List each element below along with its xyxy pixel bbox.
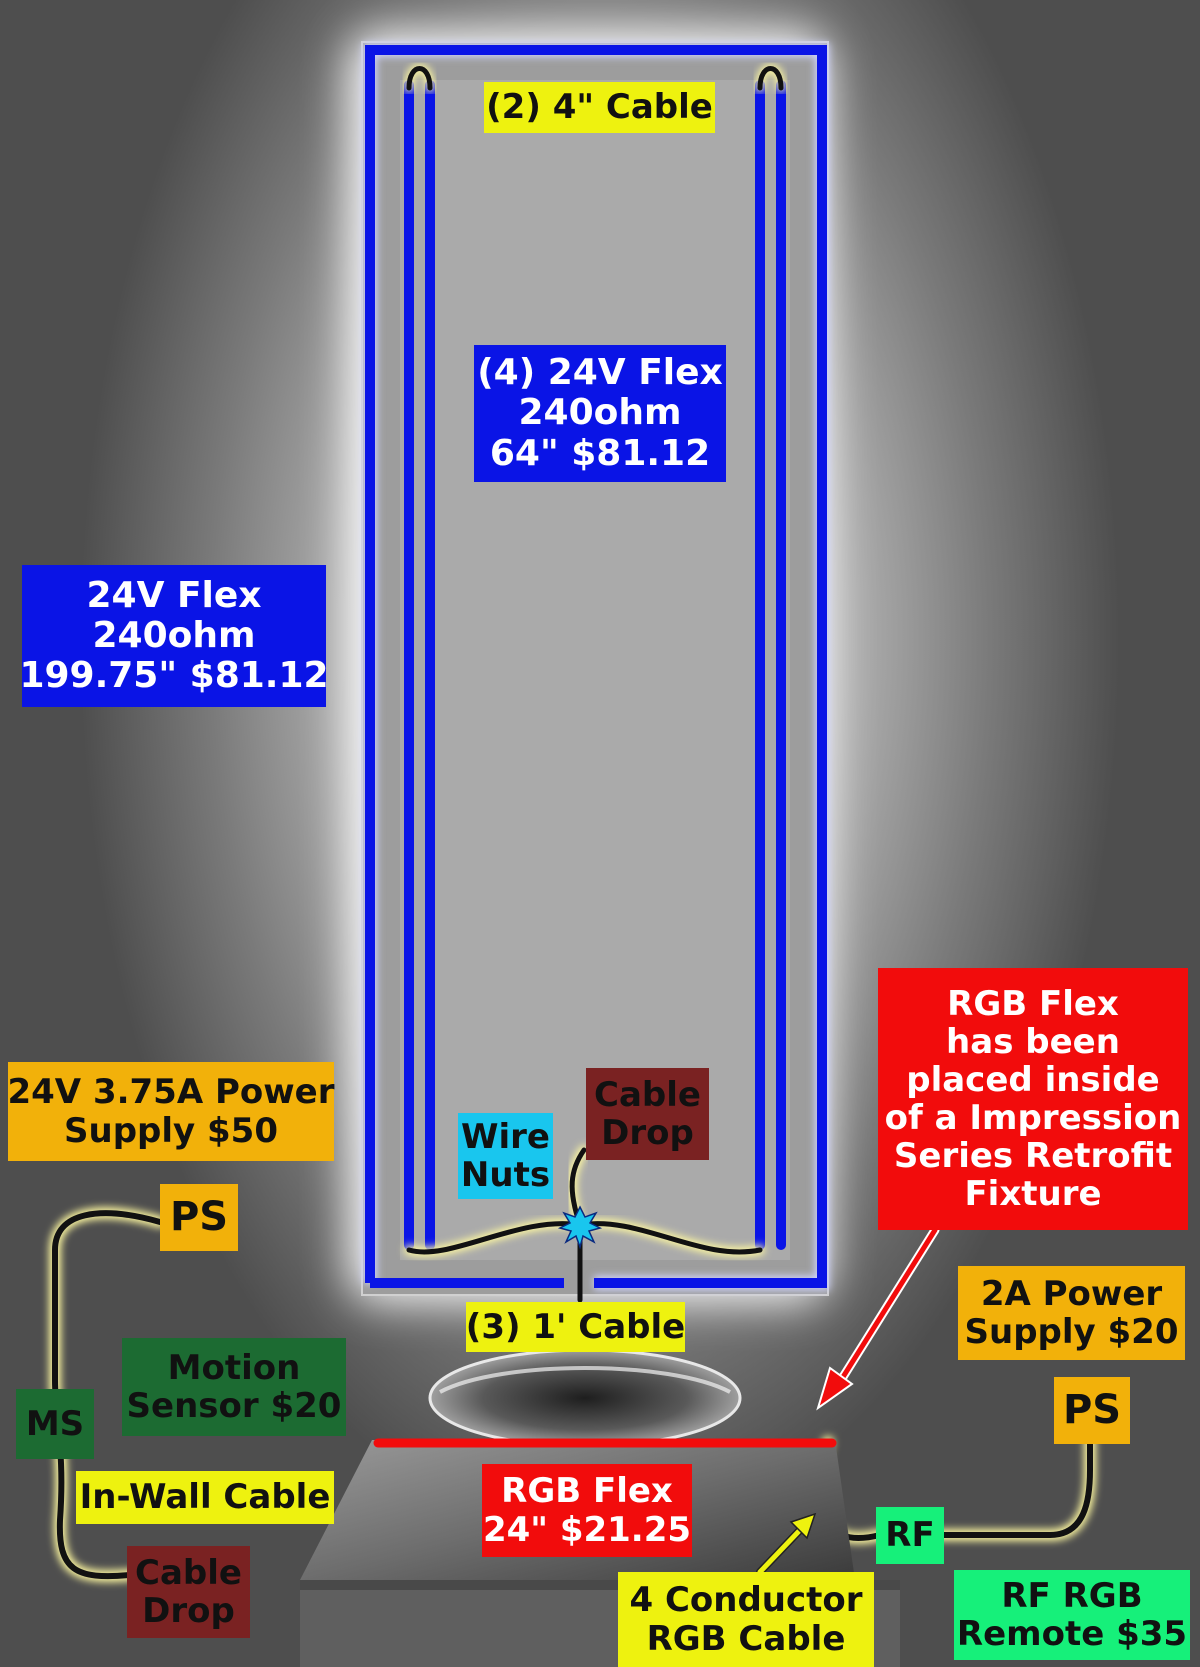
cable-drop-bottom-line-2: Drop	[142, 1591, 235, 1631]
one-foot-cable-text: (3) 1' Cable	[465, 1306, 686, 1347]
red-arrow-icon	[816, 1225, 940, 1411]
mirror-sheen	[400, 80, 790, 1260]
ms-label: MS	[16, 1389, 94, 1459]
one-foot-cable-label: (3) 1' Cable	[466, 1302, 685, 1352]
power-supply-24v-line-2: Supply $50	[64, 1110, 278, 1151]
inner-flex-line-1: (4) 24V Flex	[477, 352, 723, 394]
wire-nuts-label: Wire Nuts	[458, 1113, 553, 1199]
four-conductor-line-1: 4 Conductor	[629, 1580, 863, 1621]
ps-right-text: PS	[1062, 1387, 1122, 1434]
four-conductor-line-2: RGB Cable	[646, 1618, 846, 1659]
cable-drop-bottom-label: Cable Drop	[127, 1546, 250, 1638]
rgb-flex-line-2: 24" $21.25	[482, 1509, 692, 1550]
rf-remote-line-2: Remote $35	[956, 1614, 1188, 1654]
in-wall-cable-label: In-Wall Cable	[76, 1471, 334, 1524]
outer-flex-line-1: 24V Flex	[86, 574, 262, 616]
power-supply-2a-line-1: 2A Power	[980, 1273, 1163, 1314]
sink-bowl-rim	[439, 1366, 731, 1394]
rgb-cable-right	[816, 1434, 1096, 1544]
rf-label: RF	[876, 1507, 944, 1564]
ps-left-label: PS	[160, 1184, 238, 1251]
wire-nuts-line-2: Nuts	[460, 1155, 551, 1195]
motion-sensor-line-1: Motion	[167, 1347, 301, 1388]
outer-flex-label: 24V Flex 240ohm 199.75" $81.12	[19, 565, 329, 707]
rf-text: RF	[885, 1515, 935, 1556]
rgb-note-line-1: RGB Flex	[947, 983, 1119, 1024]
rgb-note-label: RGB Flex has been placed inside of a Imp…	[878, 968, 1188, 1230]
top-cable-loops	[404, 64, 786, 93]
motion-sensor-line-2: Sensor $20	[126, 1386, 342, 1426]
inner-flex-strips	[404, 80, 786, 1250]
top-cable-text: (2) 4" Cable	[486, 87, 713, 128]
rgb-note-line-6: Fixture	[964, 1174, 1102, 1215]
rf-remote-line-1: RF RGB	[1001, 1575, 1143, 1616]
inner-flex-label: (4) 24V Flex 240ohm 64" $81.12	[474, 345, 726, 482]
top-cable-label: (2) 4" Cable	[484, 82, 715, 133]
outer-flex-run	[363, 43, 829, 1290]
inner-flex-line-3: 64" $81.12	[489, 432, 711, 474]
rgb-note-line-4: of a Impression	[884, 1098, 1182, 1138]
power-supply-24v-line-1: 24V 3.75A Power	[7, 1072, 335, 1113]
ps-right-label: PS	[1054, 1377, 1130, 1444]
power-supply-2a-line-2: Supply $20	[964, 1312, 1179, 1352]
power-supply-24v-label: 24V 3.75A Power Supply $50	[7, 1062, 335, 1161]
yellow-arrow-icon	[756, 1512, 817, 1576]
cable-drop-bottom-line-1: Cable	[135, 1552, 242, 1593]
rgb-flex-line-1: RGB Flex	[501, 1471, 673, 1512]
cable-drop-top-label: Cable Drop	[586, 1068, 709, 1160]
rf-remote-label: RF RGB Remote $35	[954, 1570, 1190, 1660]
cable-drop-top-line-1: Cable	[594, 1074, 701, 1115]
power-supply-2a-label: 2A Power Supply $20	[958, 1266, 1185, 1360]
rgb-note-line-3: placed inside	[906, 1059, 1160, 1100]
in-wall-cable-text: In-Wall Cable	[79, 1477, 331, 1518]
sink-bowl	[428, 1348, 742, 1448]
outer-flex-line-3: 199.75" $81.12	[19, 655, 329, 697]
rgb-flex-label: RGB Flex 24" $21.25	[482, 1464, 692, 1557]
outer-flex-line-2: 240ohm	[92, 614, 256, 656]
wire-nuts-line-1: Wire	[461, 1116, 550, 1157]
motion-sensor-label: Motion Sensor $20	[122, 1338, 346, 1436]
wire-nut-icon	[557, 1205, 603, 1250]
vanity-shadow	[300, 1580, 900, 1590]
rgb-note-line-2: has been	[946, 1021, 1120, 1062]
inner-flex-line-2: 240ohm	[518, 392, 682, 434]
rgb-note-line-5: Series Retrofit	[893, 1136, 1173, 1177]
ps-left-text: PS	[169, 1194, 229, 1241]
cable-drop-top-line-2: Drop	[601, 1113, 694, 1153]
four-conductor-label: 4 Conductor RGB Cable	[618, 1572, 874, 1667]
ms-text: MS	[25, 1403, 85, 1444]
